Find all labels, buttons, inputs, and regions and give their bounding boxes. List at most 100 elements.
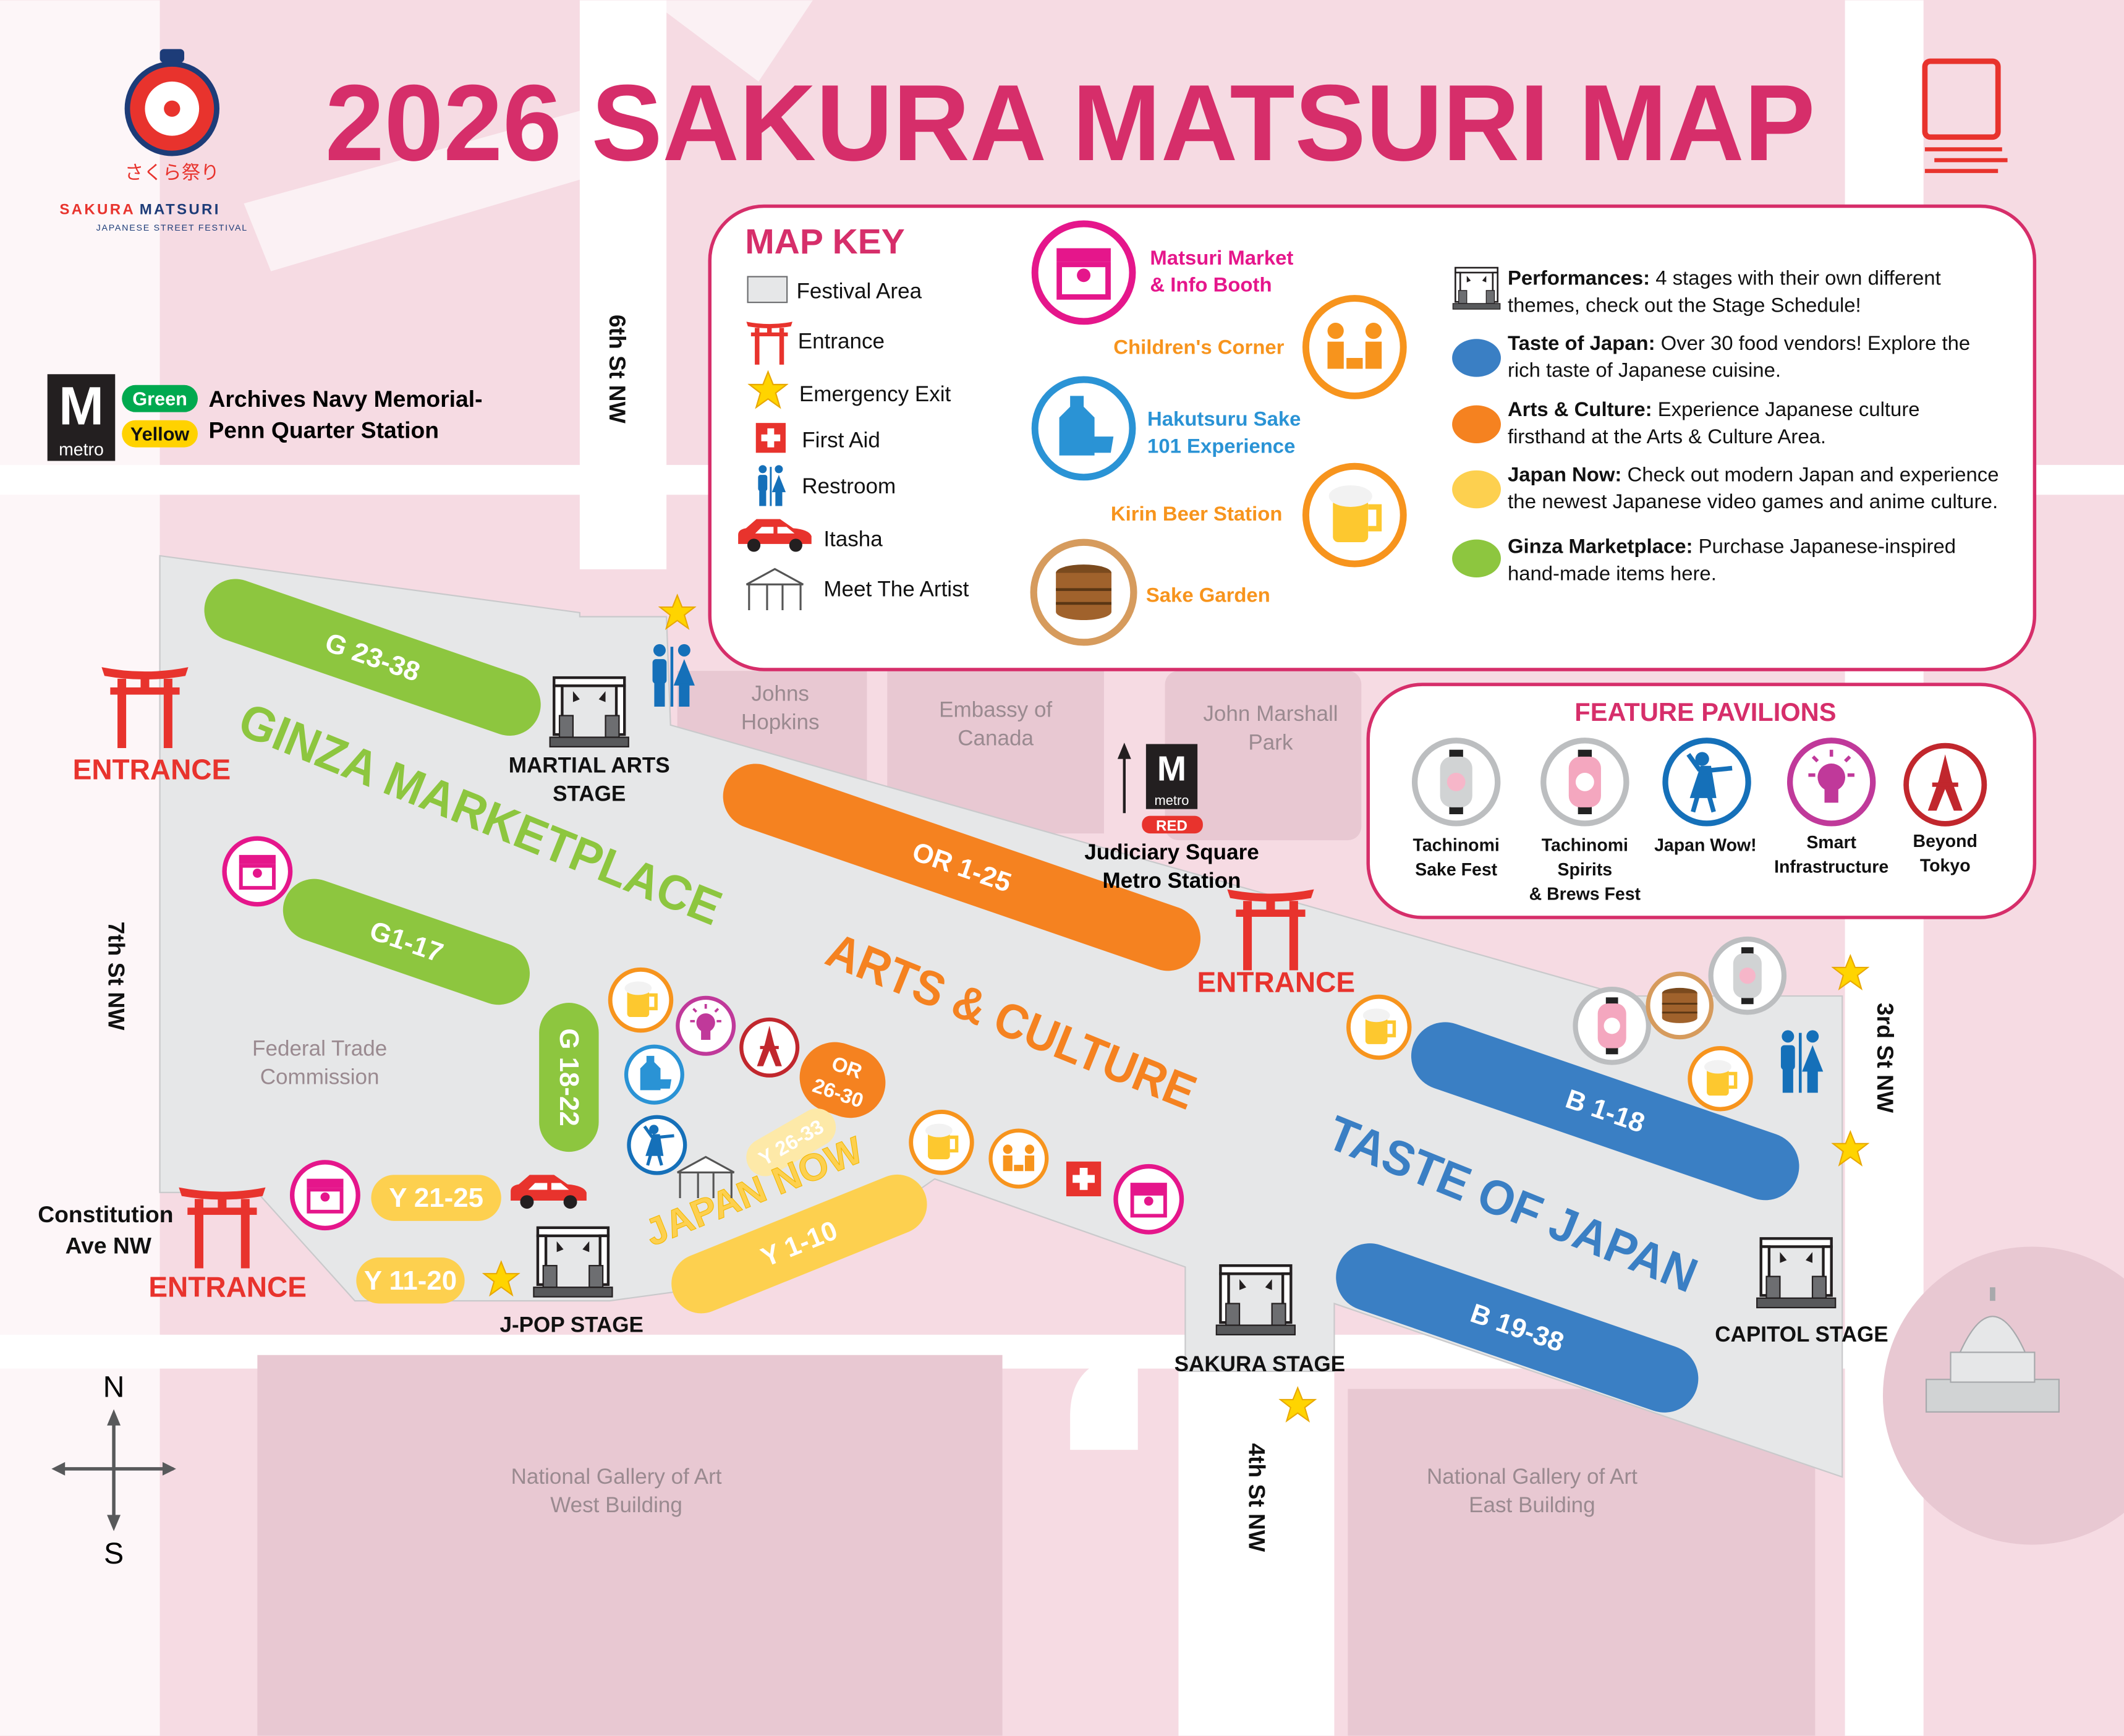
color-swatch-blue xyxy=(1452,339,1501,377)
zone-g-1-17[interactable]: G1-17 xyxy=(274,870,538,1013)
metro-logo-letter: M xyxy=(1157,749,1186,789)
japan-wow-icon[interactable] xyxy=(1665,741,1748,823)
zone-y-21-25[interactable]: Y 21-25 xyxy=(371,1175,501,1221)
entrance-label-southwest[interactable]: ENTRANCE xyxy=(148,1271,307,1303)
barrel-icon[interactable] xyxy=(1648,974,1712,1037)
key-label-first-aid: First Aid xyxy=(802,428,880,453)
beer-icon[interactable] xyxy=(1690,1048,1751,1109)
archives-metro[interactable]: M metro Green Yellow Archives Navy Memor… xyxy=(47,374,483,461)
children-icon[interactable] xyxy=(991,1131,1047,1187)
market-icon[interactable] xyxy=(1116,1167,1181,1232)
feature-pavilions-title: FEATURE PAVILIONS xyxy=(1574,697,1836,726)
label-johns-hopkins: Hopkins xyxy=(741,710,820,734)
lantern-pink-icon[interactable] xyxy=(1576,989,1649,1062)
pavilion-label: Smart xyxy=(1806,833,1856,853)
category-desc: Check out modern Japan and experience xyxy=(1627,462,1999,485)
pavilion-label: Tokyo xyxy=(1920,856,1971,875)
pavilion-label: Infrastructure xyxy=(1774,857,1888,877)
key-label-itasha: Itasha xyxy=(823,527,883,551)
children-icon xyxy=(1306,299,1403,396)
pavilion-label: Sake Fest xyxy=(1415,860,1497,880)
stage-label-martial-arts[interactable]: MARTIAL ARTS xyxy=(509,754,670,778)
logo-tagline: JAPANESE STREET FESTIVAL xyxy=(96,223,248,233)
beer-icon[interactable] xyxy=(911,1112,972,1173)
tokyo-tower-icon[interactable] xyxy=(1906,746,1984,823)
label-nga-west: West Building xyxy=(550,1493,682,1517)
zone-b-1-18[interactable]: B 1-18 xyxy=(1402,1013,1808,1210)
metro-line-red: RED xyxy=(1156,818,1187,835)
venue-label-hakutsuru: 101 Experience xyxy=(1147,434,1295,457)
category-ginza: Ginza Marketplace: Purchase Japanese-ins… xyxy=(1508,535,1956,558)
metro-logo-letter: M xyxy=(59,375,104,436)
map-key-title: MAP KEY xyxy=(745,222,905,262)
label-marshall-park: Park xyxy=(1248,730,1293,754)
lantern-gray-icon[interactable] xyxy=(1415,741,1498,823)
key-label-emergency-exit: Emergency Exit xyxy=(799,382,951,406)
venue-label-hakutsuru: Hakutsuru Sake xyxy=(1147,407,1301,430)
category-desc: rich taste of Japanese cuisine. xyxy=(1508,359,1781,381)
zone-g-23-38[interactable]: G 23-38 xyxy=(196,571,550,744)
zone-label: Y 11-20 xyxy=(364,1266,457,1296)
category-name: Taste of Japan: xyxy=(1508,331,1655,354)
sake-icon[interactable] xyxy=(626,1047,682,1103)
venue-label-kirin: Kirin Beer Station xyxy=(1111,502,1283,525)
logo-name: SAKURA xyxy=(59,202,135,218)
lantern-gray-icon[interactable] xyxy=(1711,939,1784,1012)
entrance-label-north[interactable]: ENTRANCE xyxy=(1197,966,1355,998)
category-desc: Purchase Japanese-inspired xyxy=(1699,535,1956,558)
barrel-icon xyxy=(1034,542,1134,642)
lightbulb-icon[interactable] xyxy=(678,998,734,1054)
zone-label: Y 21-25 xyxy=(389,1183,483,1213)
market-icon[interactable] xyxy=(224,838,290,904)
first-aid-icon[interactable] xyxy=(1066,1161,1102,1197)
entrance-label-west[interactable]: ENTRANCE xyxy=(73,753,231,785)
color-swatch-green xyxy=(1452,539,1501,577)
market-icon[interactable] xyxy=(292,1162,358,1228)
zone-y-11-20[interactable]: Y 11-20 xyxy=(356,1257,465,1304)
feature-pavilions: FEATURE PAVILIONS Tachinomi Sake Fest Ta… xyxy=(1366,683,2037,919)
stage-label-martial-arts[interactable]: STAGE xyxy=(553,782,626,806)
block-nga-west xyxy=(257,1355,1003,1736)
zone-label: G 18-22 xyxy=(554,1028,584,1126)
beer-icon[interactable] xyxy=(1348,997,1409,1058)
color-swatch-orange xyxy=(1452,405,1501,444)
label-embassy: Embassy of xyxy=(939,698,1052,722)
stage-label-jpop[interactable]: J-POP STAGE xyxy=(500,1313,644,1337)
zone-y-1-10[interactable]: Y 1-10 xyxy=(663,1165,936,1322)
beer-icon[interactable] xyxy=(610,969,671,1031)
zone-b-19-38[interactable]: B 19-38 xyxy=(1327,1234,1707,1421)
festival-area-swatch xyxy=(747,276,788,304)
tokyo-tower-icon[interactable] xyxy=(741,1019,797,1076)
festival-logo: さくら祭り SAKURA MATSURI JAPANESE STREET FES… xyxy=(59,49,248,233)
pavilion-label: Tachinomi xyxy=(1413,836,1500,856)
pavilion-label: Spirits xyxy=(1558,860,1613,880)
label-nga-east: National Gallery of Art xyxy=(1427,1465,1638,1489)
category-japan-now: Japan Now: Check out modern Japan and ex… xyxy=(1508,462,1999,485)
zone-or-1-25[interactable]: OR 1-25 xyxy=(714,755,1209,979)
block-nga-east xyxy=(1348,1389,1816,1736)
stage-label-sakura[interactable]: SAKURA STAGE xyxy=(1175,1352,1346,1376)
logo-jp-text: さくら祭り xyxy=(125,163,219,184)
japan-wow-icon[interactable] xyxy=(629,1117,685,1173)
judiciary-metro[interactable]: M metro RED Judiciary Square Metro Stati… xyxy=(1084,742,1259,893)
category-desc: 4 stages with their own different xyxy=(1655,266,1941,289)
key-label-festival-area: Festival Area xyxy=(797,279,922,304)
building-labels: Johns Hopkins Embassy of Canada John Mar… xyxy=(252,681,1638,1517)
zone-g-18-22[interactable]: G 18-22 xyxy=(539,1003,599,1152)
market-icon xyxy=(1035,224,1132,321)
category-name: Ginza Marketplace: xyxy=(1508,535,1693,558)
compass: N S xyxy=(51,1371,176,1570)
lightbulb-icon[interactable] xyxy=(1790,741,1873,823)
key-label-restroom: Restroom xyxy=(802,474,896,498)
metro-line-yellow: Yellow xyxy=(130,424,190,445)
stage-label-capitol[interactable]: CAPITOL STAGE xyxy=(1715,1322,1888,1347)
street-6th: 6th St NW xyxy=(605,315,631,424)
category-desc: the newest Japanese video games and anim… xyxy=(1508,490,1998,513)
metro-station-name: Archives Navy Memorial- xyxy=(208,386,482,412)
color-swatch-yellow xyxy=(1452,470,1501,509)
category-desc: hand-made items here. xyxy=(1508,561,1717,584)
lantern-pink-icon[interactable] xyxy=(1544,741,1626,823)
first-aid-icon xyxy=(755,423,786,453)
